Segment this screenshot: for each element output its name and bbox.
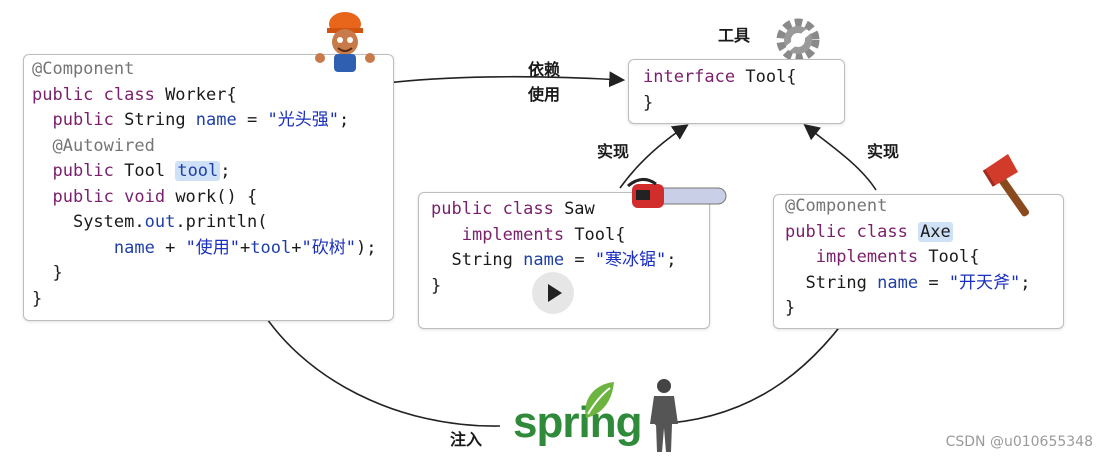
worker-mascot-icon bbox=[315, 12, 375, 72]
tool-field-highlight: tool bbox=[175, 161, 221, 181]
spring-logo-text: spring bbox=[513, 398, 642, 447]
tool-line-2: } bbox=[643, 92, 654, 113]
gear-wrench-icon bbox=[776, 18, 820, 62]
tool-interface-box bbox=[628, 59, 845, 124]
axe-class-box bbox=[773, 194, 1064, 329]
depend-label-line1: 依赖 bbox=[528, 60, 561, 79]
worker-line-2-kw: public class bbox=[32, 84, 166, 105]
worker-line-2-name: Worker{ bbox=[165, 84, 237, 105]
saw-code: public class Saw implements Tool{ String… bbox=[431, 199, 677, 296]
implement-axe-label: 实现 bbox=[867, 142, 900, 161]
watermark: CSDN @u010655348 bbox=[945, 434, 1093, 450]
play-button-icon[interactable] bbox=[532, 272, 574, 314]
person-silhouette-icon bbox=[650, 379, 678, 452]
saw-implements-arrow bbox=[619, 124, 689, 189]
axe-line-1: @Component bbox=[785, 196, 888, 216]
axe-code: @Component public class Axe implements T… bbox=[785, 196, 1031, 318]
axe-class-highlight: Axe bbox=[918, 221, 953, 242]
axe-implements-arrow bbox=[803, 124, 877, 191]
inject-label: 注入 bbox=[450, 430, 483, 449]
worker-line-1: @Component bbox=[32, 59, 135, 79]
implement-saw-label: 实现 bbox=[597, 142, 630, 161]
worker-class-box bbox=[23, 54, 394, 321]
tool-title: 工具 bbox=[718, 26, 751, 45]
axe-line-5: } bbox=[785, 298, 796, 318]
chainsaw-icon bbox=[627, 178, 727, 208]
tool-code: interface Tool{ } bbox=[643, 67, 797, 113]
depend-label-line2: 使用 bbox=[528, 85, 561, 104]
saw-line-4: } bbox=[431, 275, 442, 296]
spring-leaf-icon bbox=[585, 382, 614, 418]
worker-code: @Component public class Worker{ public S… bbox=[32, 59, 377, 309]
axe-icon bbox=[982, 154, 1030, 217]
worker-line-4: @Autowired bbox=[52, 135, 155, 156]
